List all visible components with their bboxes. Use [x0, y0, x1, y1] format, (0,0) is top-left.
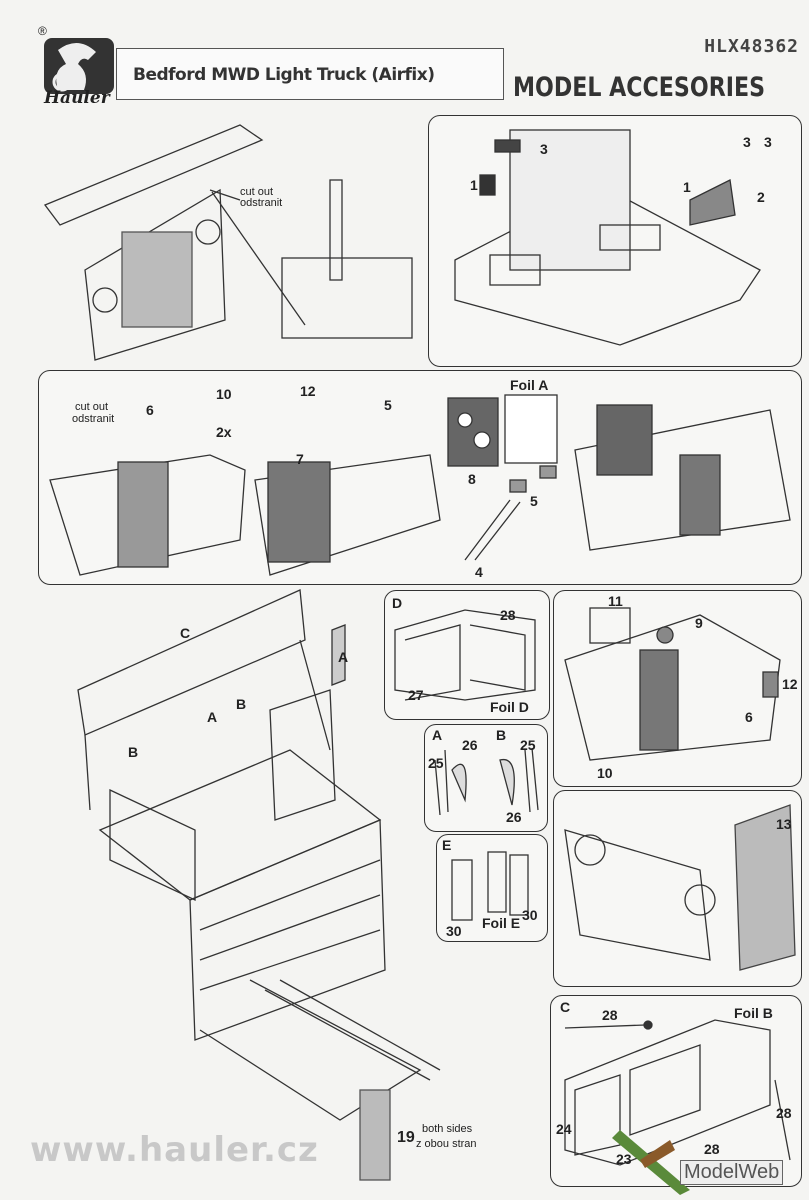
quantity-label: 2x	[216, 424, 232, 440]
part-label: 4	[475, 564, 483, 580]
part-label: 5	[384, 397, 392, 413]
part-label: 28	[602, 1007, 618, 1023]
part-label: 6	[745, 709, 753, 725]
product-title: Bedford MWD Light Truck (Airfix)	[133, 65, 435, 85]
part-label: 25	[428, 755, 444, 771]
part-label: 3	[764, 134, 772, 150]
part-label: 30	[522, 907, 538, 923]
cut-out-label: cut out	[75, 401, 109, 413]
part-label: 1	[683, 179, 691, 195]
part-label: 23	[616, 1151, 632, 1167]
odstranit-label: odstranit	[72, 413, 115, 425]
part-label: 9	[695, 615, 703, 631]
foil-label: Foil D	[490, 699, 529, 715]
part-label: 3	[540, 141, 548, 157]
box-title: C	[560, 999, 571, 1015]
part-label: 3	[743, 134, 751, 150]
part-label: 5	[530, 493, 538, 509]
part-label: 28	[500, 607, 516, 623]
box-title: A	[432, 727, 443, 743]
part-label: 1	[470, 177, 478, 193]
part-label: 10	[216, 386, 232, 402]
cut-out-label: cut out	[240, 186, 274, 198]
z-obou-stran-label: z obou stran	[416, 1138, 477, 1150]
part-label: 11	[608, 593, 623, 609]
part-label: 30	[446, 923, 462, 939]
part-label: 26	[462, 737, 478, 753]
brand-name: Hauler	[44, 88, 110, 108]
part-label: 10	[597, 765, 613, 781]
dashboard-drawings	[49, 394, 791, 576]
part-label: 6	[146, 402, 154, 418]
grille-drawing	[43, 124, 413, 361]
foil-label: Foil E	[482, 915, 521, 931]
foil-label: Foil B	[734, 1005, 773, 1021]
category-heading: MODEL ACCESORIES	[513, 72, 766, 103]
dash-assembly-drawing	[564, 607, 781, 761]
part-label: B	[128, 744, 139, 760]
grille-mesh-drawing	[564, 804, 796, 971]
hauler-logo: ® Hauler	[38, 24, 120, 108]
part-label: 12	[782, 676, 798, 692]
part-label: 2	[757, 189, 765, 205]
box-title: B	[496, 727, 507, 743]
foil-label: Foil A	[510, 377, 549, 393]
part-label: 12	[300, 383, 316, 399]
both-sides-label: both sides	[422, 1123, 473, 1135]
part-label: 13	[776, 816, 792, 832]
box-title: D	[392, 595, 403, 611]
part-label: 24	[556, 1121, 572, 1137]
part-label: A	[207, 709, 218, 725]
part-label: 28	[776, 1105, 792, 1121]
part-label: 8	[468, 471, 476, 487]
truck-body-drawing	[77, 589, 441, 1181]
part-label: 26	[506, 809, 522, 825]
box-title: E	[442, 837, 452, 853]
part-label: 25	[520, 737, 536, 753]
part-label: 28	[704, 1141, 720, 1157]
floor-drawing	[454, 129, 761, 346]
part-label: A	[338, 649, 349, 665]
registered-mark: ®	[38, 24, 47, 38]
part-label: 27	[408, 687, 424, 703]
part-label: B	[236, 696, 247, 712]
part-label: 19	[397, 1129, 415, 1146]
part-label: C	[180, 625, 191, 641]
website-link[interactable]: www.hauler.cz	[30, 1130, 319, 1170]
modelweb-watermark: ModelWeb	[680, 1160, 784, 1185]
product-code: HLX48362	[704, 36, 799, 57]
modelweb-plane-icon	[612, 1130, 690, 1195]
c-frame-drawing	[564, 1019, 791, 1166]
frame-parts	[394, 609, 539, 921]
title-box: Bedford MWD Light Truck (Airfix)	[116, 48, 504, 100]
part-label: 7	[296, 451, 304, 467]
odstranit-label: odstranit	[240, 197, 283, 209]
